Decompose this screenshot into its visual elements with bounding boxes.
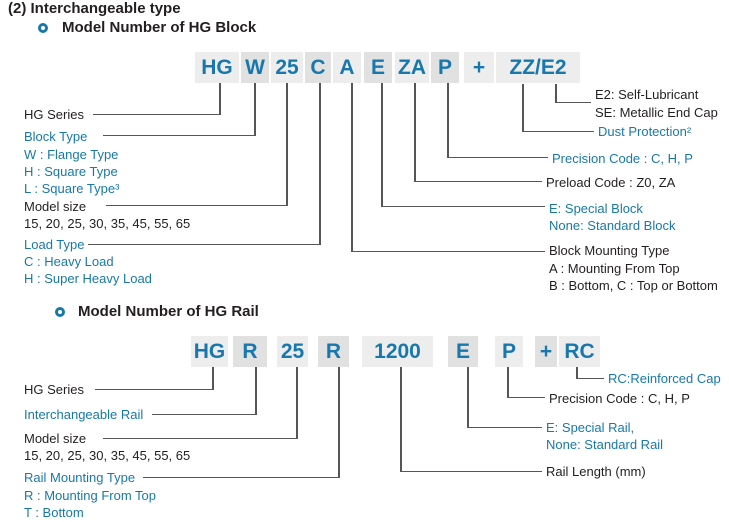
connector-line <box>296 367 298 439</box>
connector-line <box>219 83 221 115</box>
code-segment-block-type: W <box>241 52 269 83</box>
section-heading-hg-rail: Model Number of HG Rail <box>78 303 259 320</box>
label-rc: RC:Reinforced Cap <box>608 371 721 386</box>
section-heading-hg-block: Model Number of HG Block <box>62 19 257 36</box>
label-block-mounting: Block Mounting Type <box>549 243 670 258</box>
connector-line <box>414 180 542 182</box>
connector-line <box>338 367 340 478</box>
label-rail-mounting-t: T : Bottom <box>24 505 84 520</box>
label-load-type: Load Type <box>24 237 85 252</box>
label-precision-code: Precision Code : C, H, P <box>552 151 693 166</box>
connector-line <box>576 377 604 379</box>
connector-line <box>93 113 221 115</box>
label-preload-code: Preload Code : Z0, ZA <box>546 175 676 190</box>
code-segment-preload: ZA <box>395 52 429 83</box>
label-rail-mounting-r: R : Mounting From Top <box>24 488 156 503</box>
connector-line <box>507 396 545 398</box>
connector-line <box>522 130 594 132</box>
code-segment-special: E <box>364 52 392 83</box>
connector-line <box>576 367 578 379</box>
connector-line <box>103 437 298 439</box>
label-precision-code: Precision Code : C, H, P <box>549 391 690 406</box>
label-mounting-bc: B : Bottom, C : Top or Bottom <box>549 278 718 293</box>
connector-line <box>400 367 402 472</box>
label-hg-series: HG Series <box>24 107 84 122</box>
connector-line <box>212 367 214 390</box>
connector-line <box>555 101 591 103</box>
connector-line <box>522 84 524 132</box>
connector-line <box>103 134 256 136</box>
code-segment-plus: + <box>464 52 494 83</box>
label-special-rail: E: Special Rail, <box>546 420 635 435</box>
label-rail-length: Rail Length (mm) <box>546 464 646 479</box>
label-load-type-h: H : Super Heavy Load <box>24 271 152 286</box>
code-segment-mounting: R <box>318 336 349 367</box>
connector-line <box>351 83 353 252</box>
code-segment-precision: P <box>431 52 459 83</box>
label-standard-block: None: Standard Block <box>549 218 676 233</box>
connector-line <box>255 367 257 415</box>
connector-line <box>143 476 340 478</box>
connector-line <box>400 470 542 472</box>
code-segment-hg: HG <box>191 336 228 367</box>
label-hg-series: HG Series <box>24 382 84 397</box>
label-load-type-c: C : Heavy Load <box>24 254 114 269</box>
connector-line <box>286 83 288 206</box>
connector-line <box>555 84 557 103</box>
label-model-size-values: 15, 20, 25, 30, 35, 45, 55, 65 <box>24 448 191 463</box>
label-block-type-l: L : Square Type³ <box>24 181 120 196</box>
connector-line <box>447 156 548 158</box>
label-interchangeable-rail: Interchangeable Rail <box>24 407 144 422</box>
connector-line <box>381 83 383 207</box>
code-segment-hg: HG <box>195 52 239 83</box>
connector-line <box>351 250 545 252</box>
code-segment-length: 1200 <box>362 336 433 367</box>
label-dust-protection: Dust Protection² <box>598 124 692 139</box>
page-title: (2) Interchangeable type <box>8 0 181 17</box>
label-block-type-w: W : Flange Type <box>24 147 119 162</box>
label-block-type-h: H : Square Type <box>24 164 118 179</box>
code-segment-size: 25 <box>277 336 308 367</box>
connector-line <box>152 413 257 415</box>
connector-line <box>381 205 545 207</box>
label-standard-rail: None: Standard Rail <box>546 437 664 452</box>
label-rail-mounting: Rail Mounting Type <box>24 470 136 485</box>
connector-line <box>319 83 321 245</box>
code-segment-size: 25 <box>271 52 303 83</box>
connector-line <box>467 426 542 428</box>
label-mounting-a: A : Mounting From Top <box>549 261 680 276</box>
connector-line <box>95 388 214 390</box>
code-segment-mounting: A <box>333 52 361 83</box>
code-segment-rc: RC <box>559 336 600 367</box>
connector-line <box>88 243 321 245</box>
connector-line <box>106 204 288 206</box>
connector-line <box>414 83 416 182</box>
label-se: SE: Metallic End Cap <box>595 105 718 120</box>
label-model-size: Model size <box>24 431 87 446</box>
code-segment-special: E <box>448 336 478 367</box>
connector-line <box>254 83 256 136</box>
connector-line <box>447 83 449 158</box>
code-segment-rail: R <box>233 336 267 367</box>
bullet-icon <box>38 23 48 33</box>
code-segment-plus: + <box>535 336 557 367</box>
label-e2: E2: Self-Lubricant <box>595 87 699 102</box>
label-model-size-values: 15, 20, 25, 30, 35, 45, 55, 65 <box>24 216 191 231</box>
connector-line <box>507 367 509 398</box>
bullet-icon <box>55 307 65 317</box>
code-segment-load: C <box>305 52 331 83</box>
connector-line <box>467 367 469 428</box>
label-special-block: E: Special Block <box>549 201 643 216</box>
label-block-type: Block Type <box>24 129 88 144</box>
label-model-size: Model size <box>24 199 87 214</box>
code-segment-dust: ZZ/E2 <box>496 52 580 83</box>
code-segment-precision: P <box>495 336 523 367</box>
